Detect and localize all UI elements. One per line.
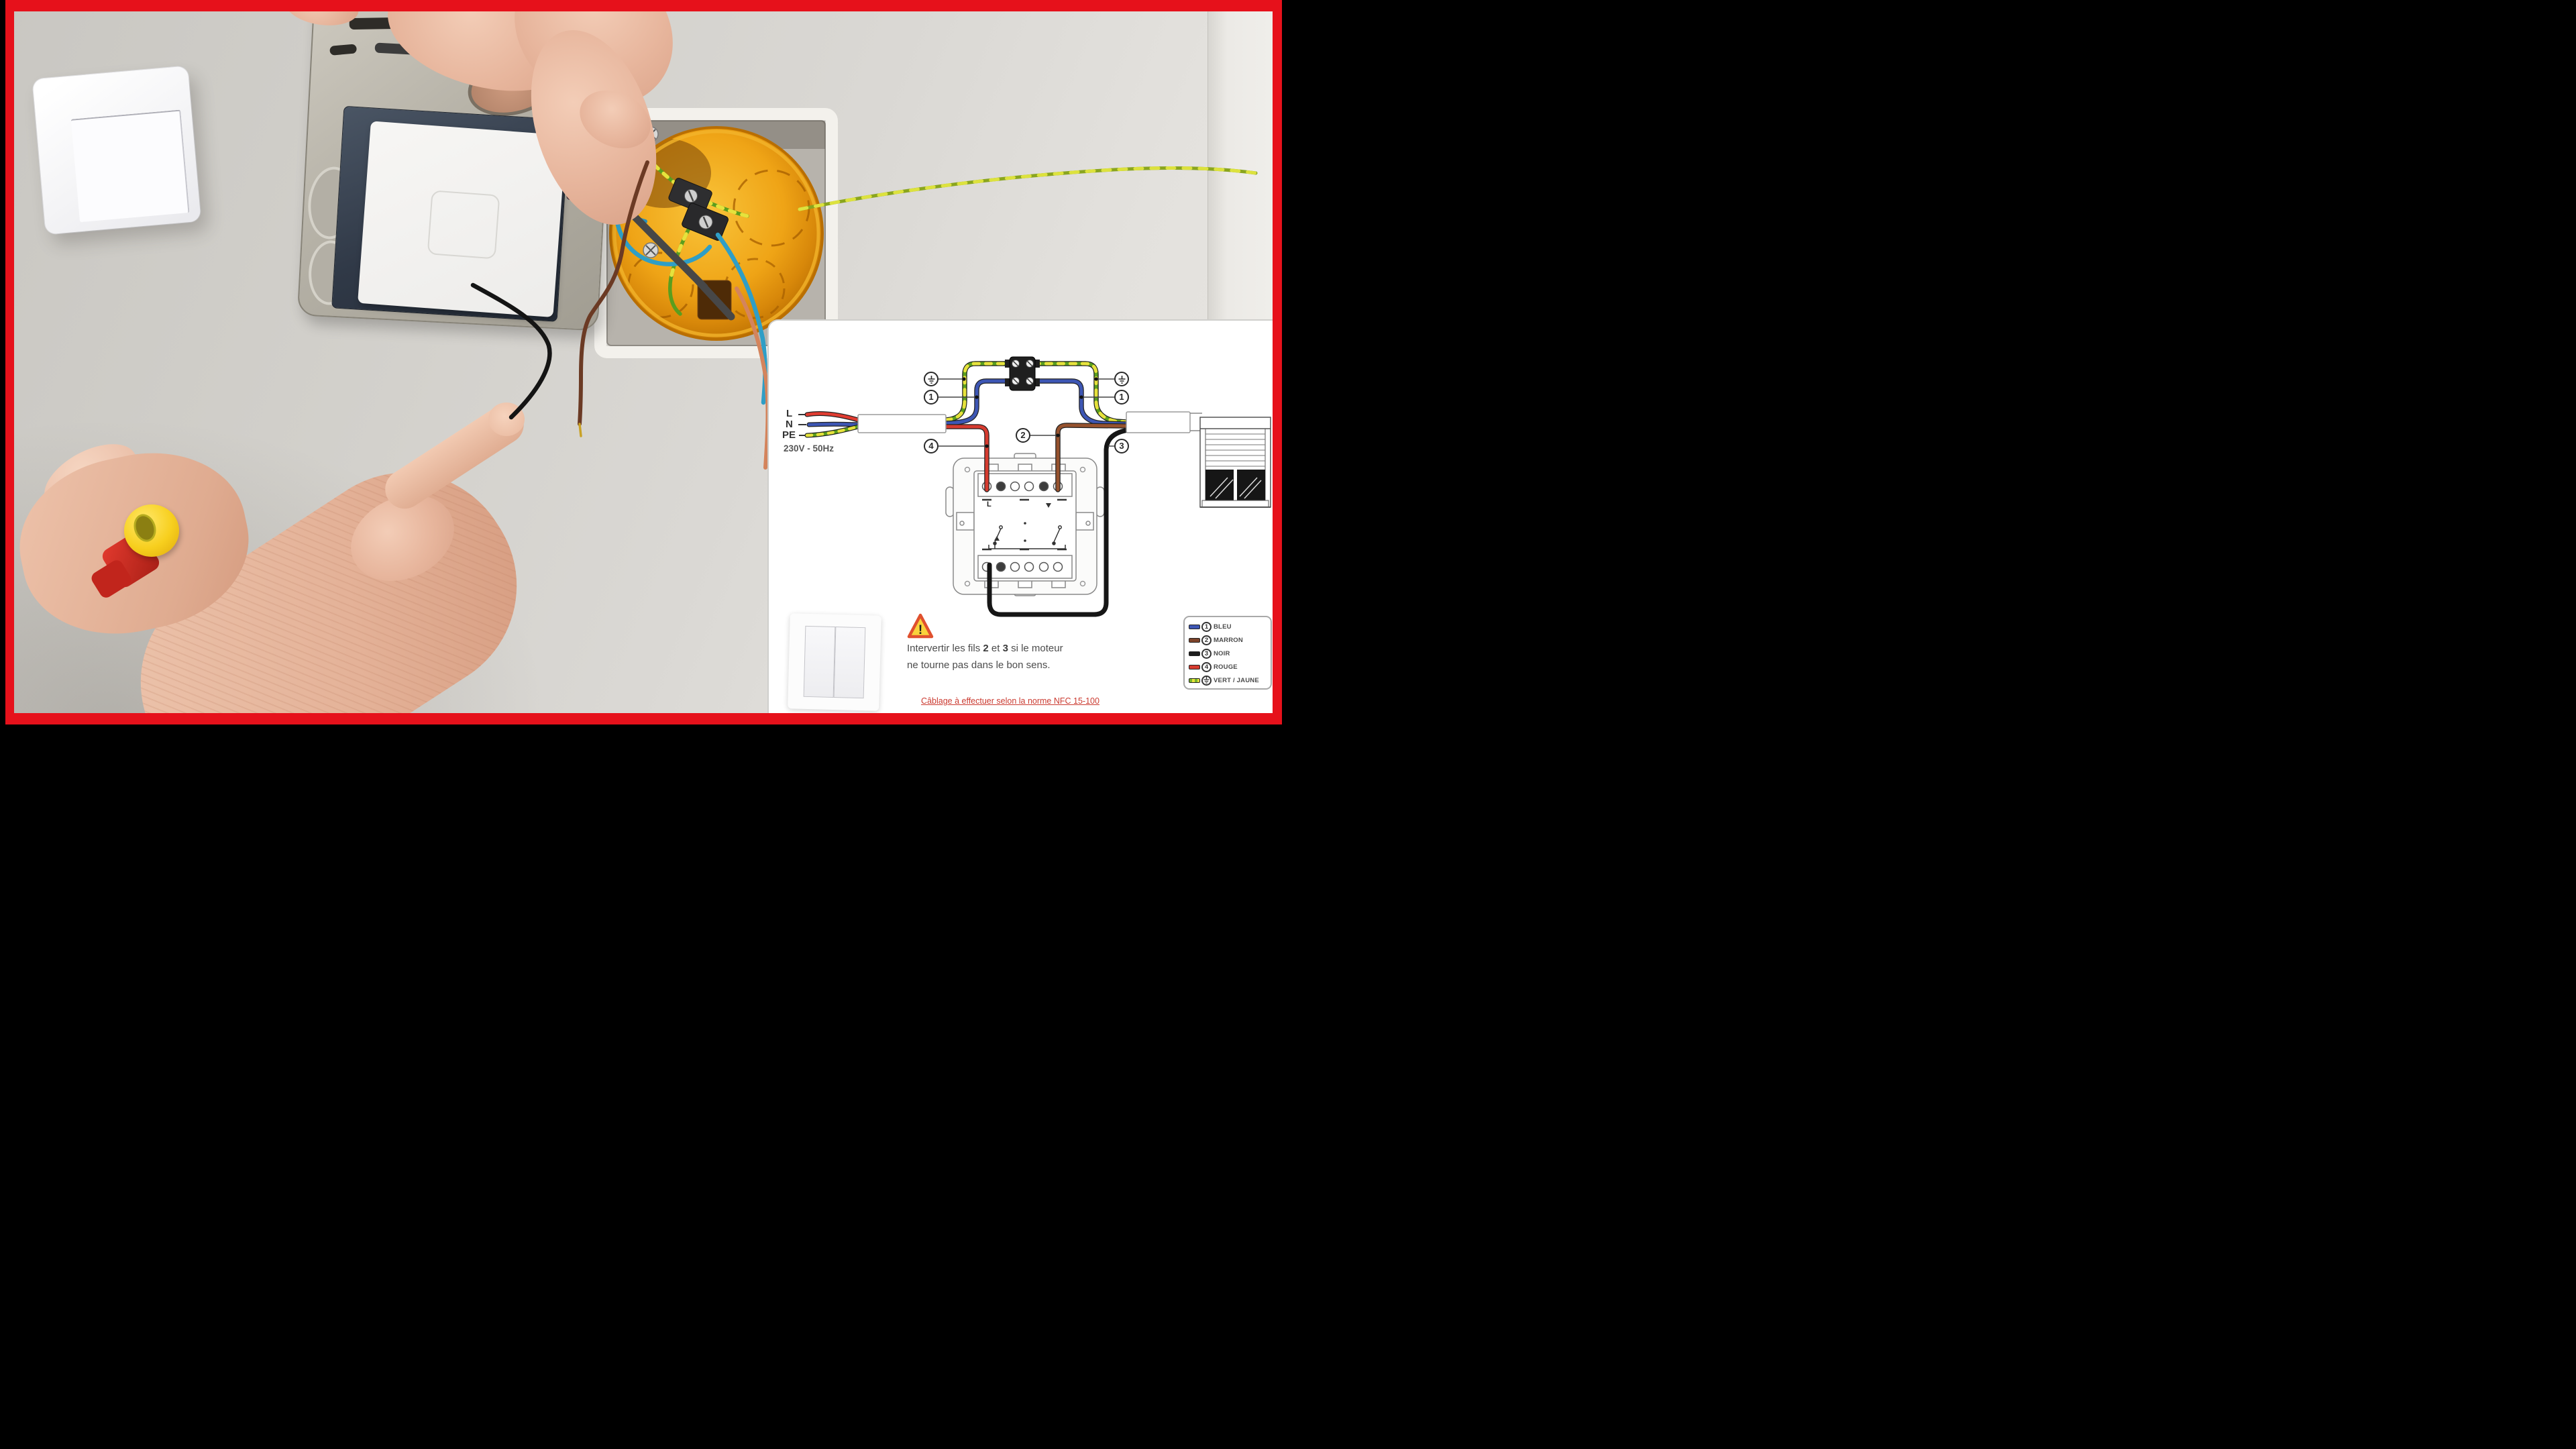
warning-text-line1: Intervertir les fils 2 et 3 si le moteur [907, 643, 1063, 654]
wiring-diagram-panel: ! L N PE 230V - 50Hz 1 4 2 1 3 L Interve… [767, 319, 1273, 713]
screwdriver-handle-ball [124, 504, 179, 557]
photo-front-layer [470, 160, 1258, 470]
frame-border-top [5, 0, 1282, 11]
label-dashes [798, 414, 806, 436]
label-N: N [786, 419, 793, 430]
wire-stripper-tool [630, 212, 735, 321]
double-rocker-switch-photo [788, 613, 881, 711]
bleu-wire [944, 379, 1128, 426]
connector-block-1 [668, 178, 712, 214]
roller-shutter-icon [1199, 417, 1271, 508]
down-arrow-icon [1046, 503, 1051, 508]
edge-strip-right [1282, 0, 1288, 724]
svg-text:!: ! [918, 623, 922, 637]
rocker-right [833, 627, 866, 699]
marron-wire [1056, 423, 1128, 492]
callout-lines [938, 378, 1114, 447]
brown-wire-stripped-tip [578, 423, 582, 437]
callout-1-left: 1 [924, 390, 938, 405]
label-PE: PE [782, 429, 796, 441]
callout-1-right: 1 [1114, 390, 1129, 405]
orange-wire [735, 286, 770, 470]
diagram-switch-markings [982, 498, 1067, 551]
frame-border-right [1273, 0, 1282, 724]
rocker-left [803, 625, 836, 698]
diagram-connector-block [1005, 356, 1040, 391]
supply-wires [804, 411, 861, 438]
callout-4: 4 [924, 439, 938, 453]
callout-3: 3 [1114, 439, 1129, 453]
label-L: L [786, 408, 793, 419]
brown-wire [578, 160, 649, 426]
legend-row: VERT / JAUNE [1189, 674, 1268, 686]
wiring-diagram: ! [798, 356, 1271, 639]
rouge-wire [944, 425, 989, 492]
frame-border-left [5, 0, 14, 724]
earth-symbol-icon [1114, 372, 1129, 386]
cyan-wire [715, 232, 767, 405]
callout-2: 2 [1016, 428, 1030, 443]
earth-symbol-icon [924, 372, 938, 386]
connector-block-2 [682, 203, 729, 241]
long-earth-wire [798, 166, 1258, 211]
frame-border-bottom [5, 713, 1282, 724]
voltage-label: 230V - 50Hz [784, 443, 835, 453]
up-arrow-icon [994, 536, 1000, 541]
warning-icon: ! [907, 613, 934, 639]
warning-text-line2: ne tourne pas dans le bon sens. [907, 659, 1051, 671]
edge-strip-left [0, 0, 5, 724]
callout-dots [962, 377, 1108, 448]
supply-cable-sheath [857, 414, 947, 433]
video-frame: ! L N PE 230V - 50Hz 1 4 2 1 3 L Interve… [0, 0, 1288, 724]
black-wire [470, 282, 552, 420]
motor-cable-sheath [1126, 411, 1191, 433]
switch-L-marking: L [987, 500, 991, 508]
noir-wire [987, 427, 1131, 617]
earth-symbol-icon [1201, 675, 1212, 686]
diagram-switch-mechanism [945, 453, 1105, 596]
footer-note: Câblage à effectuer selon la norme NFC 1… [921, 696, 1099, 706]
box-screw-bottom-icon [643, 242, 659, 258]
